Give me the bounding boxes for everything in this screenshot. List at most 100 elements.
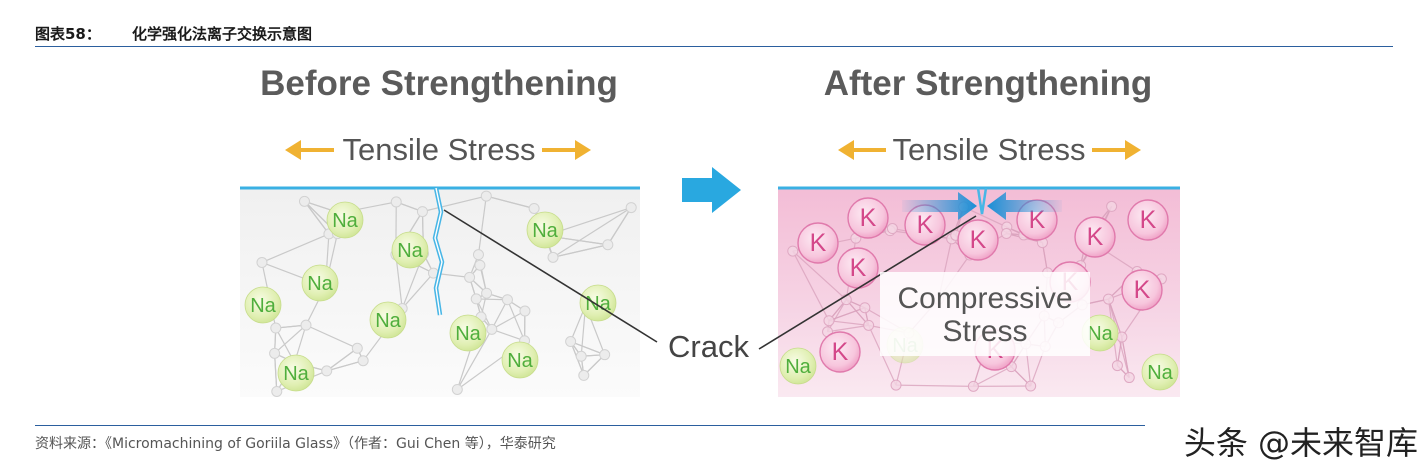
crack-leader-after [758, 215, 977, 350]
potassium-ion-ball [819, 331, 861, 373]
glass-network-node [300, 319, 312, 331]
potassium-ion-label: K [1029, 206, 1046, 234]
glass-network-node [1106, 200, 1118, 212]
glass-network-bond [305, 324, 358, 349]
glass-network-node [967, 380, 979, 392]
glass-network-bond [607, 207, 632, 246]
sodium-ion: Na [391, 231, 429, 269]
sodium-ion-ball [391, 231, 429, 269]
potassium-ion-label: K [810, 229, 827, 257]
glass-network-node [451, 383, 463, 395]
potassium-ion-label: K [832, 338, 849, 366]
crack-before [432, 187, 445, 316]
after-title: After Strengthening [824, 64, 1153, 103]
glass-network-node [565, 336, 577, 348]
glass-network-node [470, 293, 482, 305]
sodium-ion: Na [526, 211, 564, 249]
source-note: 资料来源：《Micromachining of Goriila Glass》（作… [35, 436, 556, 452]
glass-network-bond [395, 254, 403, 309]
glass-network-node [863, 319, 875, 331]
glass-network-node [578, 369, 590, 381]
sodium-ion: Na [369, 301, 407, 339]
glass-network-node [474, 259, 486, 271]
glass-network-bond [274, 324, 307, 354]
potassium-ion: K [819, 331, 861, 373]
glass-network-bond [401, 272, 434, 309]
potassium-ion: K [1121, 269, 1163, 311]
tensile-arrow-right-icon [1092, 140, 1141, 160]
glass-network-node [298, 195, 310, 207]
sodium-ion: Na [501, 341, 539, 379]
crack-label: Crack [668, 329, 749, 364]
sodium-ion-ball [326, 201, 364, 239]
sodium-ion-label: Na [250, 295, 276, 317]
sodium-ion-label: Na [455, 323, 481, 345]
crack-leader-before [443, 209, 658, 343]
glass-network-node [351, 342, 363, 354]
glass-network-node [270, 322, 282, 334]
header-rule [35, 46, 1393, 47]
sodium-ion: Na [779, 347, 817, 385]
glass-network-bond [486, 195, 535, 210]
watermark: 头条 @未来智库 [1183, 424, 1418, 462]
sodium-ion-ball [369, 301, 407, 339]
sodium-ion-label: Na [532, 220, 558, 242]
glass-network-bond [477, 195, 487, 255]
sodium-ion: Na [277, 354, 315, 392]
glass-network-bond [973, 366, 1012, 387]
glass-network-bond [827, 324, 869, 333]
glass-network-node [528, 202, 540, 214]
sodium-ion-label: Na [1087, 323, 1113, 345]
compressive-arrow-right-icon [902, 192, 977, 220]
right-arrow-icon [682, 167, 741, 213]
glass-network-bond [896, 384, 974, 387]
figure-title: 化学强化法离子交换示意图 [132, 25, 313, 43]
tensile-arrow-left-icon [838, 140, 886, 160]
glass-network-bond [274, 353, 278, 392]
glass-network-bond [261, 233, 330, 263]
sodium-ion-ball [1141, 353, 1179, 391]
glass-network-node [1000, 228, 1012, 240]
glass-network-node [357, 355, 369, 367]
glass-network-node [519, 305, 531, 317]
potassium-ion-label: K [970, 226, 987, 254]
glass-network-bond [845, 299, 870, 326]
glass-network-node [472, 249, 484, 261]
sodium-ion-label: Na [283, 363, 309, 385]
compressive-stress-label-line2: Stress [942, 315, 1027, 348]
sodium-ion-ball [301, 264, 339, 302]
glass-network-node [1123, 372, 1135, 384]
potassium-ion-ball [797, 222, 839, 264]
potassium-ion-ball [957, 219, 999, 261]
tensile-stress-label-after: Tensile Stress [893, 132, 1086, 167]
glass-network-node [486, 323, 498, 335]
glass-network-bond [326, 360, 364, 372]
glass-network-node [547, 251, 559, 263]
potassium-ion: K [1074, 216, 1116, 258]
sodium-ion-ball [244, 286, 282, 324]
glass-network-node [271, 385, 283, 397]
sodium-ion-label: Na [375, 310, 401, 332]
sodium-ion-ball [501, 341, 539, 379]
compressive-stress-label-line1: Compressive [897, 282, 1072, 315]
sodium-ion: Na [301, 264, 339, 302]
sodium-ion-ball [277, 354, 315, 392]
glass-network-node [886, 223, 898, 235]
sodium-ion-ball [449, 314, 487, 352]
glass-network-node [890, 379, 902, 391]
potassium-ion-label: K [850, 254, 867, 282]
potassium-ion: K [847, 197, 889, 239]
potassium-ion: K [1127, 199, 1169, 241]
glass-network-node [269, 347, 281, 359]
glass-network-node [321, 365, 333, 377]
glass-network-before [256, 190, 637, 397]
potassium-ion-ball [847, 197, 889, 239]
glass-network-node [256, 256, 268, 268]
glass-network-bond [491, 328, 525, 342]
sodium-ion-ball [526, 211, 564, 249]
glass-network-node [481, 287, 493, 299]
potassium-ion-label: K [1134, 276, 1151, 304]
glass-network-bond [456, 329, 493, 390]
compressive-stress-box [880, 272, 1090, 356]
